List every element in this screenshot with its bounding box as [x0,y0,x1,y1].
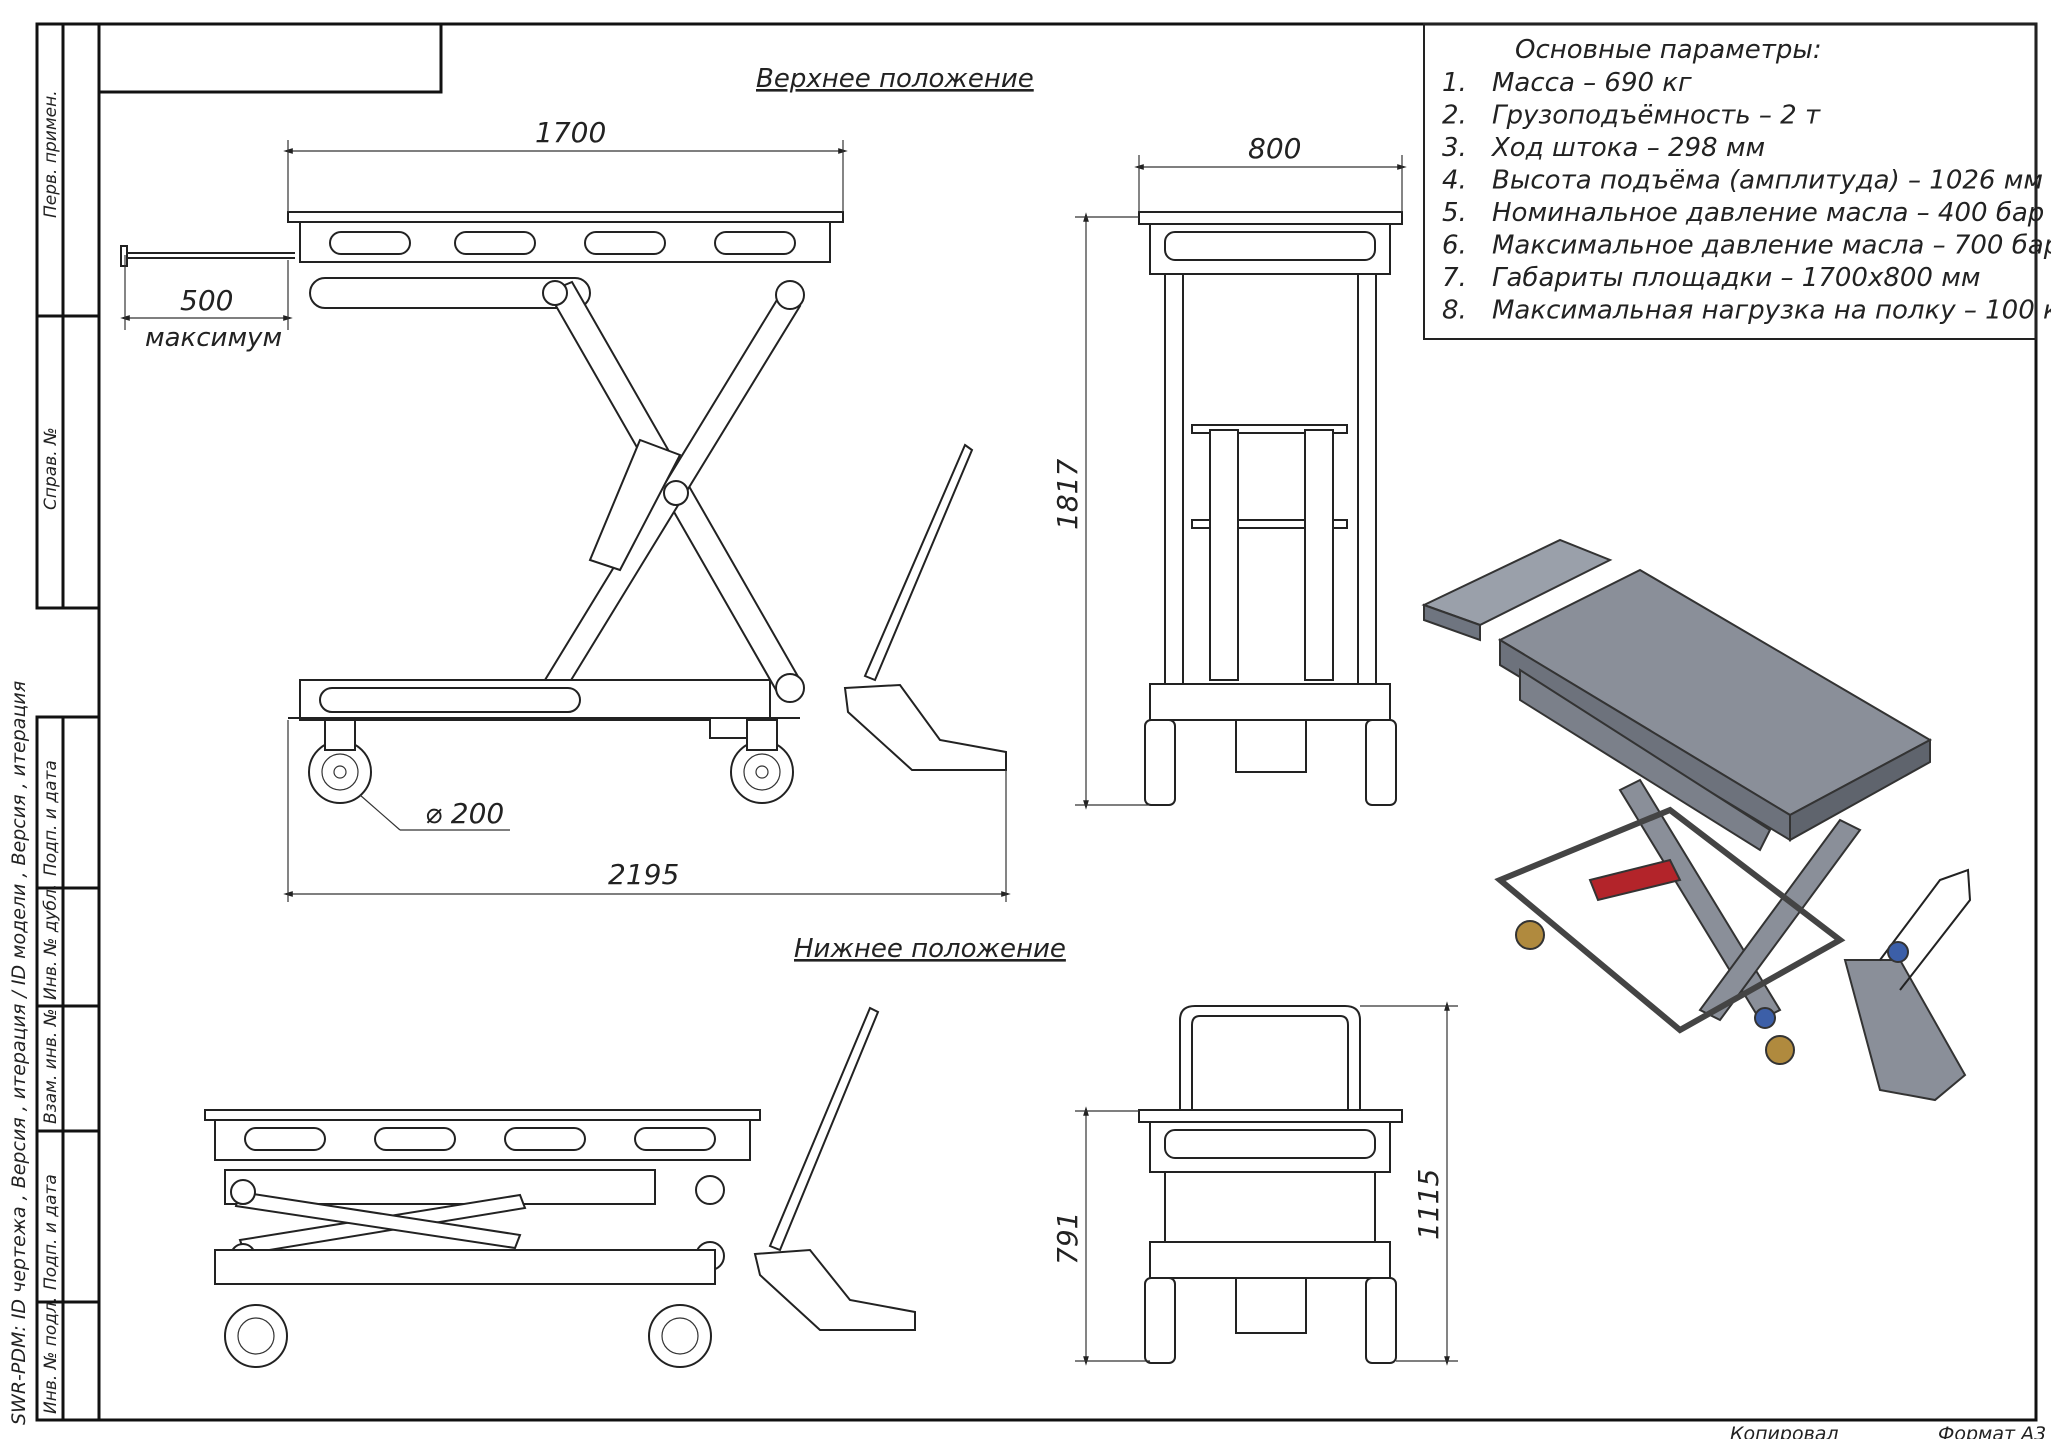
stamp-cell-first-use: Перв. примен. [41,90,61,218]
parameter-item: Максимальная нагрузка на полку – 100 кг [1492,296,2051,326]
upper-front-view [1138,211,1403,806]
pdm-text: SWR-PDM: ID чертежа , Версия , итерация … [8,681,30,1425]
upper-side-view [120,211,1007,804]
dimension-500: 500 максимум [120,255,293,353]
side-stamp: Перв. примен. Справ. № Подп. и дата Инв.… [8,22,101,1425]
upper-position-title: Верхнее положение [756,64,1034,94]
stamp-cell-dup-inv: Инв. № дубл. [41,884,61,1000]
parameter-item: Номинальное давление масла – 400 бар [1492,198,2044,228]
parameter-item: Ход штока – 298 мм [1490,133,1765,163]
stamp-cell-replaced-inv: Взам. инв. № [41,1009,61,1124]
parameter-number: 4. [1442,166,1467,196]
dimension-1817: 1817 [1051,212,1150,810]
svg-text:1700: 1700 [535,116,606,149]
isometric-view [1421,538,1972,1102]
stamp-cell-orig-inv: Инв. № подл. [41,1297,61,1414]
lower-position-title: Нижнее положение [794,934,1066,964]
parameter-item: Высота подъёма (амплитуда) – 1026 мм [1492,166,2043,196]
dimension-791: 791 [1051,1106,1150,1366]
parameters-title: Основные параметры: [1515,35,1822,65]
dimension-800: 800 [1134,132,1407,212]
parameter-item: Габариты площадки – 1700x800 мм [1492,263,1980,293]
svg-text:2195: 2195 [608,858,679,891]
dimension-2195: 2195 [283,720,1011,902]
parameter-number: 1. [1442,68,1467,98]
parameter-item: Максимальное давление масла – 700 бар [1492,231,2051,261]
parameters-box: Основные параметры: 1. Масса – 690 кг 2. Гр… [1423,23,2051,340]
parameter-item: Масса – 690 кг [1492,68,1692,98]
lower-front-view [1138,1005,1403,1364]
svg-text:1817: 1817 [1051,459,1084,530]
stamp-cell-sign-date-1: Подп. и дата [41,760,61,876]
parameter-number: 6. [1442,231,1467,261]
dimension-wheel-diameter: ⌀ 200 [359,794,510,831]
dimension-1115: 1115 [1360,1001,1458,1366]
svg-text:1115: 1115 [1412,1169,1445,1240]
parameter-number: 2. [1442,101,1467,131]
copied-label: Копировал [1730,1423,1839,1439]
parameter-number: 7. [1442,263,1467,293]
stamp-cell-sign-date-2: Подп. и дата [41,1174,61,1290]
parameter-item: Грузоподъёмность – 2 т [1492,101,1821,131]
svg-text:500: 500 [180,284,233,317]
parameter-number: 3. [1442,133,1467,163]
svg-text:⌀ 200: ⌀ 200 [425,797,504,830]
stamp-cell-ref-no: Справ. № [41,427,61,510]
svg-text:максимум: максимум [145,323,282,353]
svg-text:791: 791 [1051,1212,1084,1265]
svg-text:800: 800 [1248,132,1301,165]
parameter-number: 5. [1442,198,1467,228]
lower-side-view [204,1006,916,1368]
top-left-stamp-box [97,22,443,94]
parameter-number: 8. [1442,296,1467,326]
format-label: Формат A3 [1938,1423,2046,1439]
dimension-1700: 1700 [283,116,848,212]
